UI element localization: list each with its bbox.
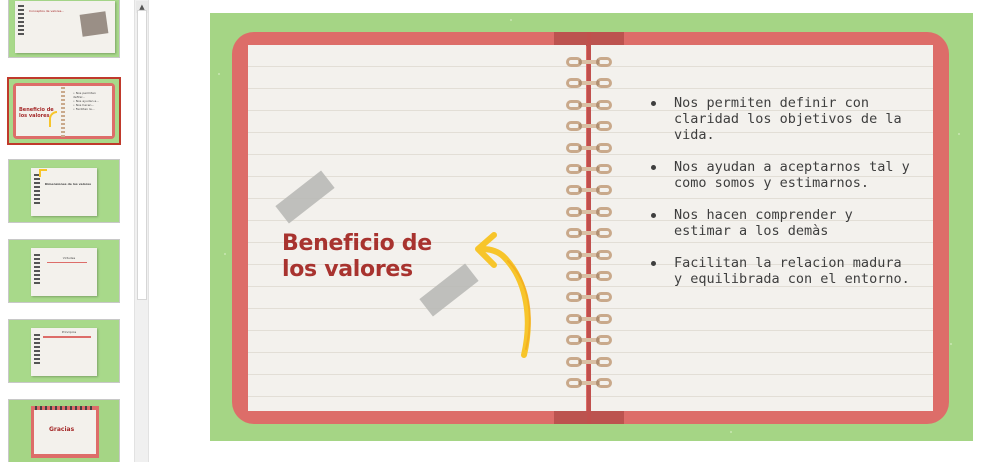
notebook-right-page — [591, 45, 933, 411]
spiral-ring — [564, 121, 614, 132]
slide-thumbnail-panel[interactable]: Conceptos de valores... Beneficio de los… — [0, 0, 134, 462]
slide-bullet-list[interactable]: Nos permiten definir con claridad los ob… — [650, 95, 912, 303]
spiral-ring — [564, 99, 614, 110]
spiral-ring — [564, 378, 614, 388]
thumb-underline — [43, 336, 91, 338]
slide-thumbnail-2[interactable]: Beneficio de los valores • Nos permiten … — [7, 77, 121, 145]
thumbnail-scrollbar[interactable]: ▲ — [134, 0, 149, 462]
spiral-ring — [564, 313, 614, 324]
spiral-ring — [564, 356, 614, 367]
thumb-photo — [79, 11, 109, 37]
slide-title-line1: Beneficio de — [282, 231, 432, 256]
thumb-title: Virtudes — [62, 256, 76, 260]
slide-title-line2: los valores — [282, 257, 413, 282]
thumb-bullets: • Nos permiten definir...• Nos ayudan a.… — [73, 91, 100, 111]
thumb-spiral — [18, 5, 24, 37]
thumb-paper — [34, 410, 96, 454]
thumb-arrow-icon — [49, 111, 57, 127]
notebook-center-binding — [587, 32, 591, 424]
thumb-arrow-icon — [39, 169, 47, 177]
slide-thumbnail-1[interactable]: Conceptos de valores... — [8, 0, 120, 58]
thumb-underline — [47, 262, 87, 263]
spiral-ring — [564, 335, 614, 346]
bullet-item: Facilitan la relacion madura y equilibra… — [650, 255, 912, 287]
slide-thumbnail-6[interactable]: Gracias — [8, 399, 120, 462]
bullet-item: Nos permiten definir con claridad los ob… — [650, 95, 912, 143]
spiral-ring — [564, 185, 614, 196]
thumb-title: Beneficio de los valores — [19, 107, 54, 119]
spiral-binding — [564, 57, 614, 397]
slide-thumbnail-4[interactable]: Virtudes — [8, 239, 120, 303]
thumb-title: Gracias — [49, 426, 75, 433]
thumb-title: Principios — [61, 330, 77, 334]
thumb-paper — [31, 248, 97, 296]
slide-thumbnail-5[interactable]: Principios — [8, 319, 120, 383]
thumb-paper — [31, 168, 97, 216]
slide-canvas[interactable]: Beneficio de los valores Nos permiten de… — [210, 13, 973, 441]
notebook-left-page — [248, 45, 586, 411]
slide-thumbnail-3[interactable]: Dimensiones de los valores — [8, 159, 120, 223]
thumb-spiral — [34, 174, 40, 206]
thumb-spiral — [34, 334, 40, 366]
bullet-item: Nos hacen comprender y estimar a los dem… — [650, 207, 912, 239]
slide-title[interactable]: Beneficio de los valores — [282, 231, 472, 283]
spiral-ring — [564, 228, 614, 239]
spiral-ring — [564, 292, 614, 303]
spiral-ring — [564, 271, 614, 281]
spiral-ring — [564, 78, 614, 89]
thumb-text: Conceptos de valores... — [29, 9, 65, 13]
thumb-spiral — [34, 254, 40, 286]
spiral-ring — [564, 206, 614, 217]
thumb-spiral — [61, 87, 65, 137]
thumb-spiral — [35, 406, 95, 410]
spiral-ring — [564, 142, 614, 153]
hand-drawn-arrow-icon — [475, 232, 531, 358]
thumb-title: Dimensiones de los valores — [44, 182, 92, 186]
spiral-ring — [564, 249, 614, 260]
scrollbar-thumb[interactable] — [137, 10, 147, 300]
spiral-ring — [564, 57, 614, 67]
spiral-ring — [564, 164, 614, 174]
bullet-item: Nos ayudan a aceptarnos tal y como somos… — [650, 159, 912, 191]
